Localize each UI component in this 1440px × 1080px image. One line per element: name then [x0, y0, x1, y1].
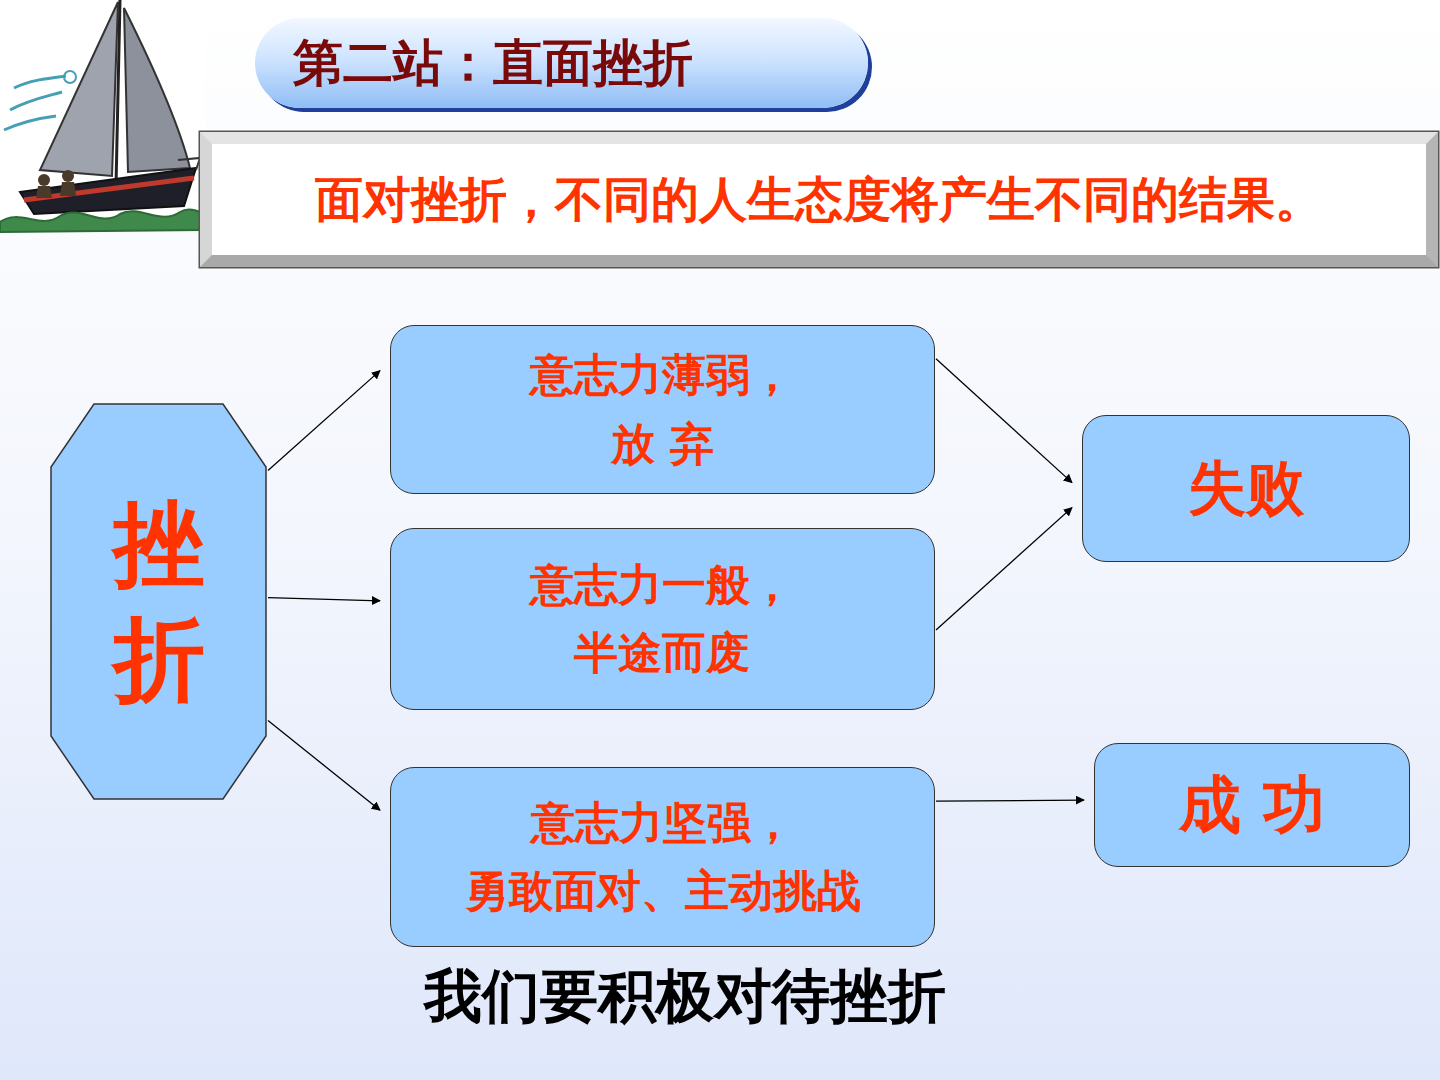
arrow-connector: [268, 371, 380, 471]
octagon-shape: [51, 404, 266, 799]
node-text: 意志力坚强， 勇敢面对、主动挑战: [421, 789, 905, 925]
node-text: 意志力一般， 半途而废: [517, 551, 807, 687]
arrow-connector: [936, 800, 1084, 801]
statement-banner: 面对挫折，不同的人生态度将产生不同的结果。: [200, 132, 1438, 267]
illustration-ground: [0, 0, 205, 232]
result-box: 失败: [1082, 415, 1410, 562]
conclusion-note: 我们要积极对待挫折: [380, 958, 990, 1036]
node-text: 面对挫折，不同的人生态度将产生不同的结果。: [315, 168, 1323, 230]
node-text: 成 功: [1179, 757, 1325, 853]
result-box: 成 功: [1094, 743, 1410, 867]
node-text: 失败: [1188, 444, 1304, 534]
conclusion-text: 我们要积极对待挫折: [380, 958, 990, 1036]
slide-title: 第二站：直面挫折: [293, 30, 693, 97]
octagon-node: 挫折: [50, 403, 267, 800]
node-text: 意志力薄弱， 放 弃: [517, 341, 807, 477]
octagon-outline: [50, 403, 267, 800]
node-text: 挫折: [113, 487, 205, 717]
process-box: 意志力坚强， 勇敢面对、主动挑战: [390, 767, 935, 947]
arrow-connector: [936, 359, 1072, 483]
title-pill: 第二站：直面挫折: [255, 18, 868, 108]
arrow-connector: [268, 721, 380, 811]
arrow-connector: [936, 508, 1072, 630]
process-box: 意志力一般， 半途而废: [390, 528, 935, 710]
arrow-connector: [268, 598, 380, 601]
sailboat: [0, 0, 204, 232]
process-box: 意志力薄弱， 放 弃: [390, 325, 935, 494]
